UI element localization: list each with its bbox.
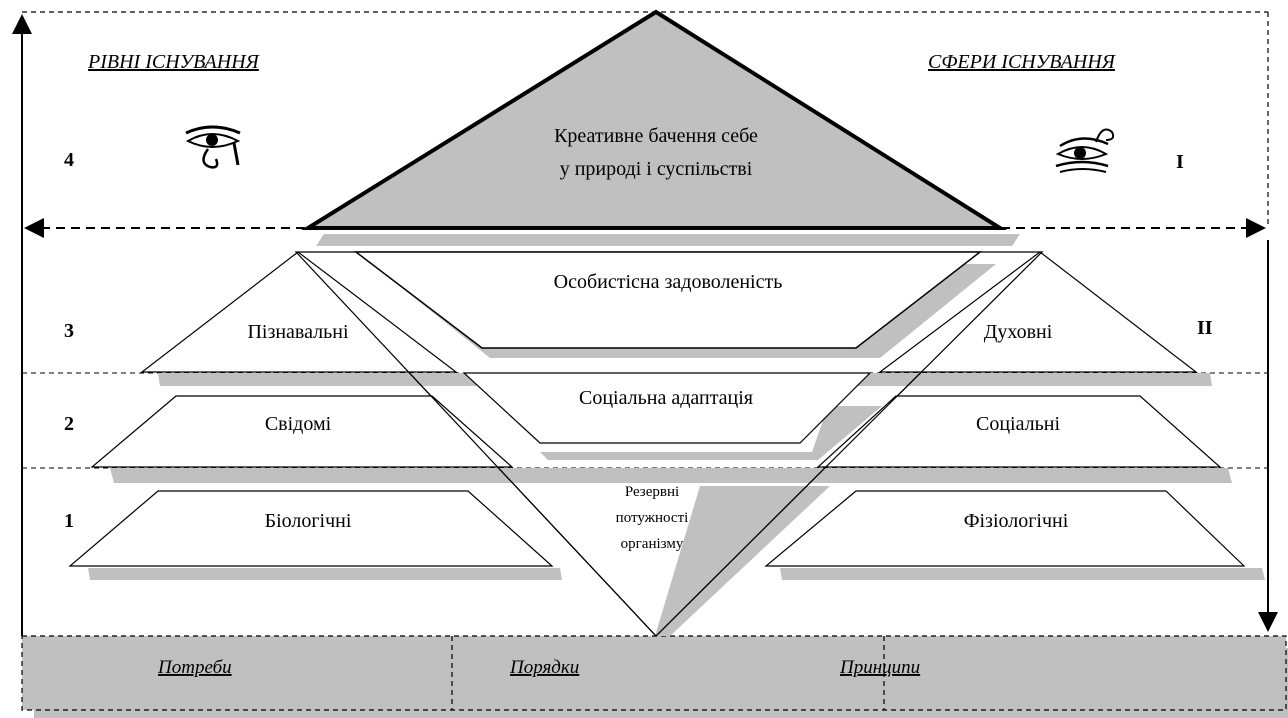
social-adaptation-shape	[462, 372, 872, 444]
left-label-cognitive: Пізнавальні	[247, 321, 349, 343]
footer-principles: Принципи	[839, 657, 920, 678]
left-trapezoid-conscious	[90, 395, 514, 468]
level-number-3: 3	[64, 320, 74, 342]
levels-header: РІВНІ ІСНУВАННЯ	[87, 51, 261, 73]
apex-label-line1: Креативне бачення себе	[554, 125, 758, 147]
level-number-2: 2	[64, 413, 74, 435]
personal-satisfaction-label: Особистісна задоволеність	[554, 271, 783, 293]
reserve-label-line3: організму	[621, 536, 684, 552]
apex-triangle	[300, 9, 1007, 230]
reserve-label-line1: Резервні	[625, 484, 679, 500]
sphere-numeral-1: I	[1176, 151, 1184, 173]
eye-of-ra-icon	[1055, 128, 1115, 173]
level-number-1: 1	[64, 510, 74, 532]
footer-orders: Порядки	[509, 657, 579, 678]
eye-of-horus-icon	[185, 125, 241, 169]
right-label-social: Соціальні	[976, 413, 1060, 435]
personal-satisfaction-shape	[353, 251, 983, 349]
reserve-right-edge	[655, 251, 1043, 637]
footer-needs: Потреби	[157, 657, 232, 678]
right-label-spiritual: Духовні	[984, 321, 1053, 343]
left-label-biological: Біологічні	[265, 510, 352, 532]
apex-label-line2: у природі і суспільстві	[560, 158, 753, 180]
spheres-header: СФЕРИ ІСНУВАННЯ	[928, 51, 1117, 73]
right-trapezoid-physiological	[764, 490, 1246, 567]
left-label-conscious: Свідомі	[265, 413, 332, 435]
right-triangle-spiritual	[878, 251, 1198, 373]
level-number-4: 4	[64, 149, 74, 171]
left-triangle-cognitive	[140, 251, 458, 373]
footer-band	[21, 635, 1288, 718]
right-trapezoid-social	[816, 395, 1222, 468]
sphere-numeral-2: II	[1197, 317, 1213, 339]
social-adaptation-label: Соціальна адаптація	[579, 387, 753, 409]
reserve-label-line2: потужності	[616, 510, 689, 526]
left-trapezoid-biological	[68, 490, 554, 567]
reserve-left-edge	[295, 251, 657, 637]
right-label-physiological: Фізіологічні	[964, 510, 1069, 532]
